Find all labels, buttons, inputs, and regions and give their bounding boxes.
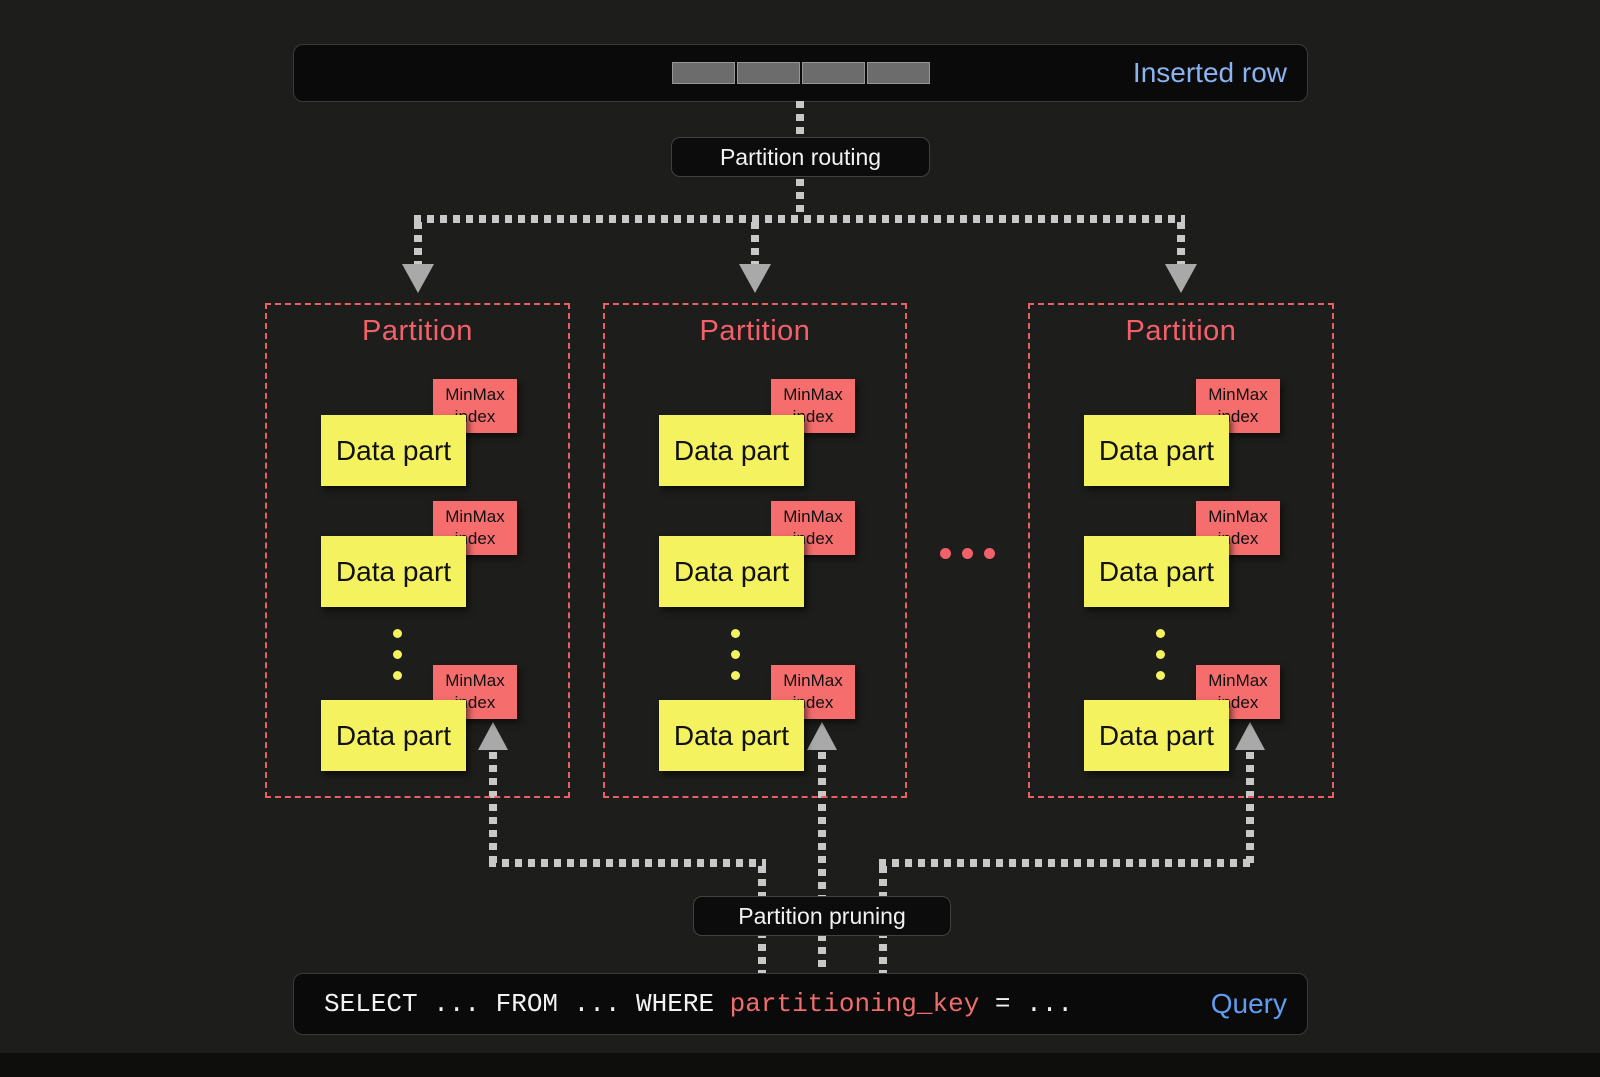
data-part-box: Data part xyxy=(1084,536,1229,607)
partition-title: Partition xyxy=(699,315,811,347)
row-segments-bar xyxy=(672,62,930,84)
data-part-box: Data part xyxy=(659,700,804,771)
pruning-center-line xyxy=(818,752,826,973)
sql-partitioning-key: partitioning_key xyxy=(729,989,980,1019)
row-segment xyxy=(867,62,930,84)
routing-branch-line xyxy=(1177,222,1185,266)
arrow-up-icon xyxy=(807,722,837,750)
row-segment xyxy=(737,62,800,84)
data-part-box: Data part xyxy=(1084,415,1229,486)
data-part-box: Data part xyxy=(659,415,804,486)
pruning-branch-line xyxy=(489,752,497,867)
pruning-branch-line xyxy=(1246,752,1254,867)
partition-box-2: Partition MinMax index Data part MinMax … xyxy=(603,303,907,798)
query-label: Query xyxy=(1210,988,1287,1019)
row-segment xyxy=(672,62,735,84)
arrow-down-icon xyxy=(402,264,434,293)
data-part-box: Data part xyxy=(321,700,466,771)
sql-after: = ... xyxy=(979,989,1073,1019)
arrow-up-icon xyxy=(1235,722,1265,750)
bottom-edge-strip xyxy=(0,1053,1600,1077)
query-box: SELECT ... FROM ... WHERE partitioning_k… xyxy=(293,973,1308,1035)
data-part-box: Data part xyxy=(321,415,466,486)
routing-horizontal-line xyxy=(414,215,1185,223)
inserted-row-box: Inserted row xyxy=(293,44,1308,102)
pruning-horizontal-line-right xyxy=(879,859,1254,867)
sql-before: SELECT ... FROM ... WHERE xyxy=(324,989,730,1019)
row-segment xyxy=(802,62,865,84)
pruning-horizontal-line-left xyxy=(489,859,766,867)
arrow-down-icon xyxy=(1165,264,1197,293)
partition-title: Partition xyxy=(362,315,473,347)
more-partitions-ellipsis xyxy=(940,548,995,559)
arrow-down-icon xyxy=(739,264,771,293)
partition-pruning-label: Partition pruning xyxy=(693,896,951,936)
partition-box-3: Partition MinMax index Data part MinMax … xyxy=(1028,303,1334,798)
data-part-box: Data part xyxy=(1084,700,1229,771)
partition-routing-label: Partition routing xyxy=(671,137,930,177)
partition-title: Partition xyxy=(1125,315,1237,347)
routing-branch-line xyxy=(414,222,422,266)
inserted-row-label: Inserted row xyxy=(1132,57,1287,88)
routing-branch-line xyxy=(751,222,759,266)
more-parts-ellipsis xyxy=(731,629,740,680)
arrow-up-icon xyxy=(478,722,508,750)
data-part-box: Data part xyxy=(321,536,466,607)
more-parts-ellipsis xyxy=(393,629,402,680)
more-parts-ellipsis xyxy=(1156,629,1165,680)
data-part-box: Data part xyxy=(659,536,804,607)
partition-box-1: Partition MinMax index Data part MinMax … xyxy=(265,303,570,798)
sql-text: SELECT ... FROM ... WHERE partitioning_k… xyxy=(324,974,1073,1034)
